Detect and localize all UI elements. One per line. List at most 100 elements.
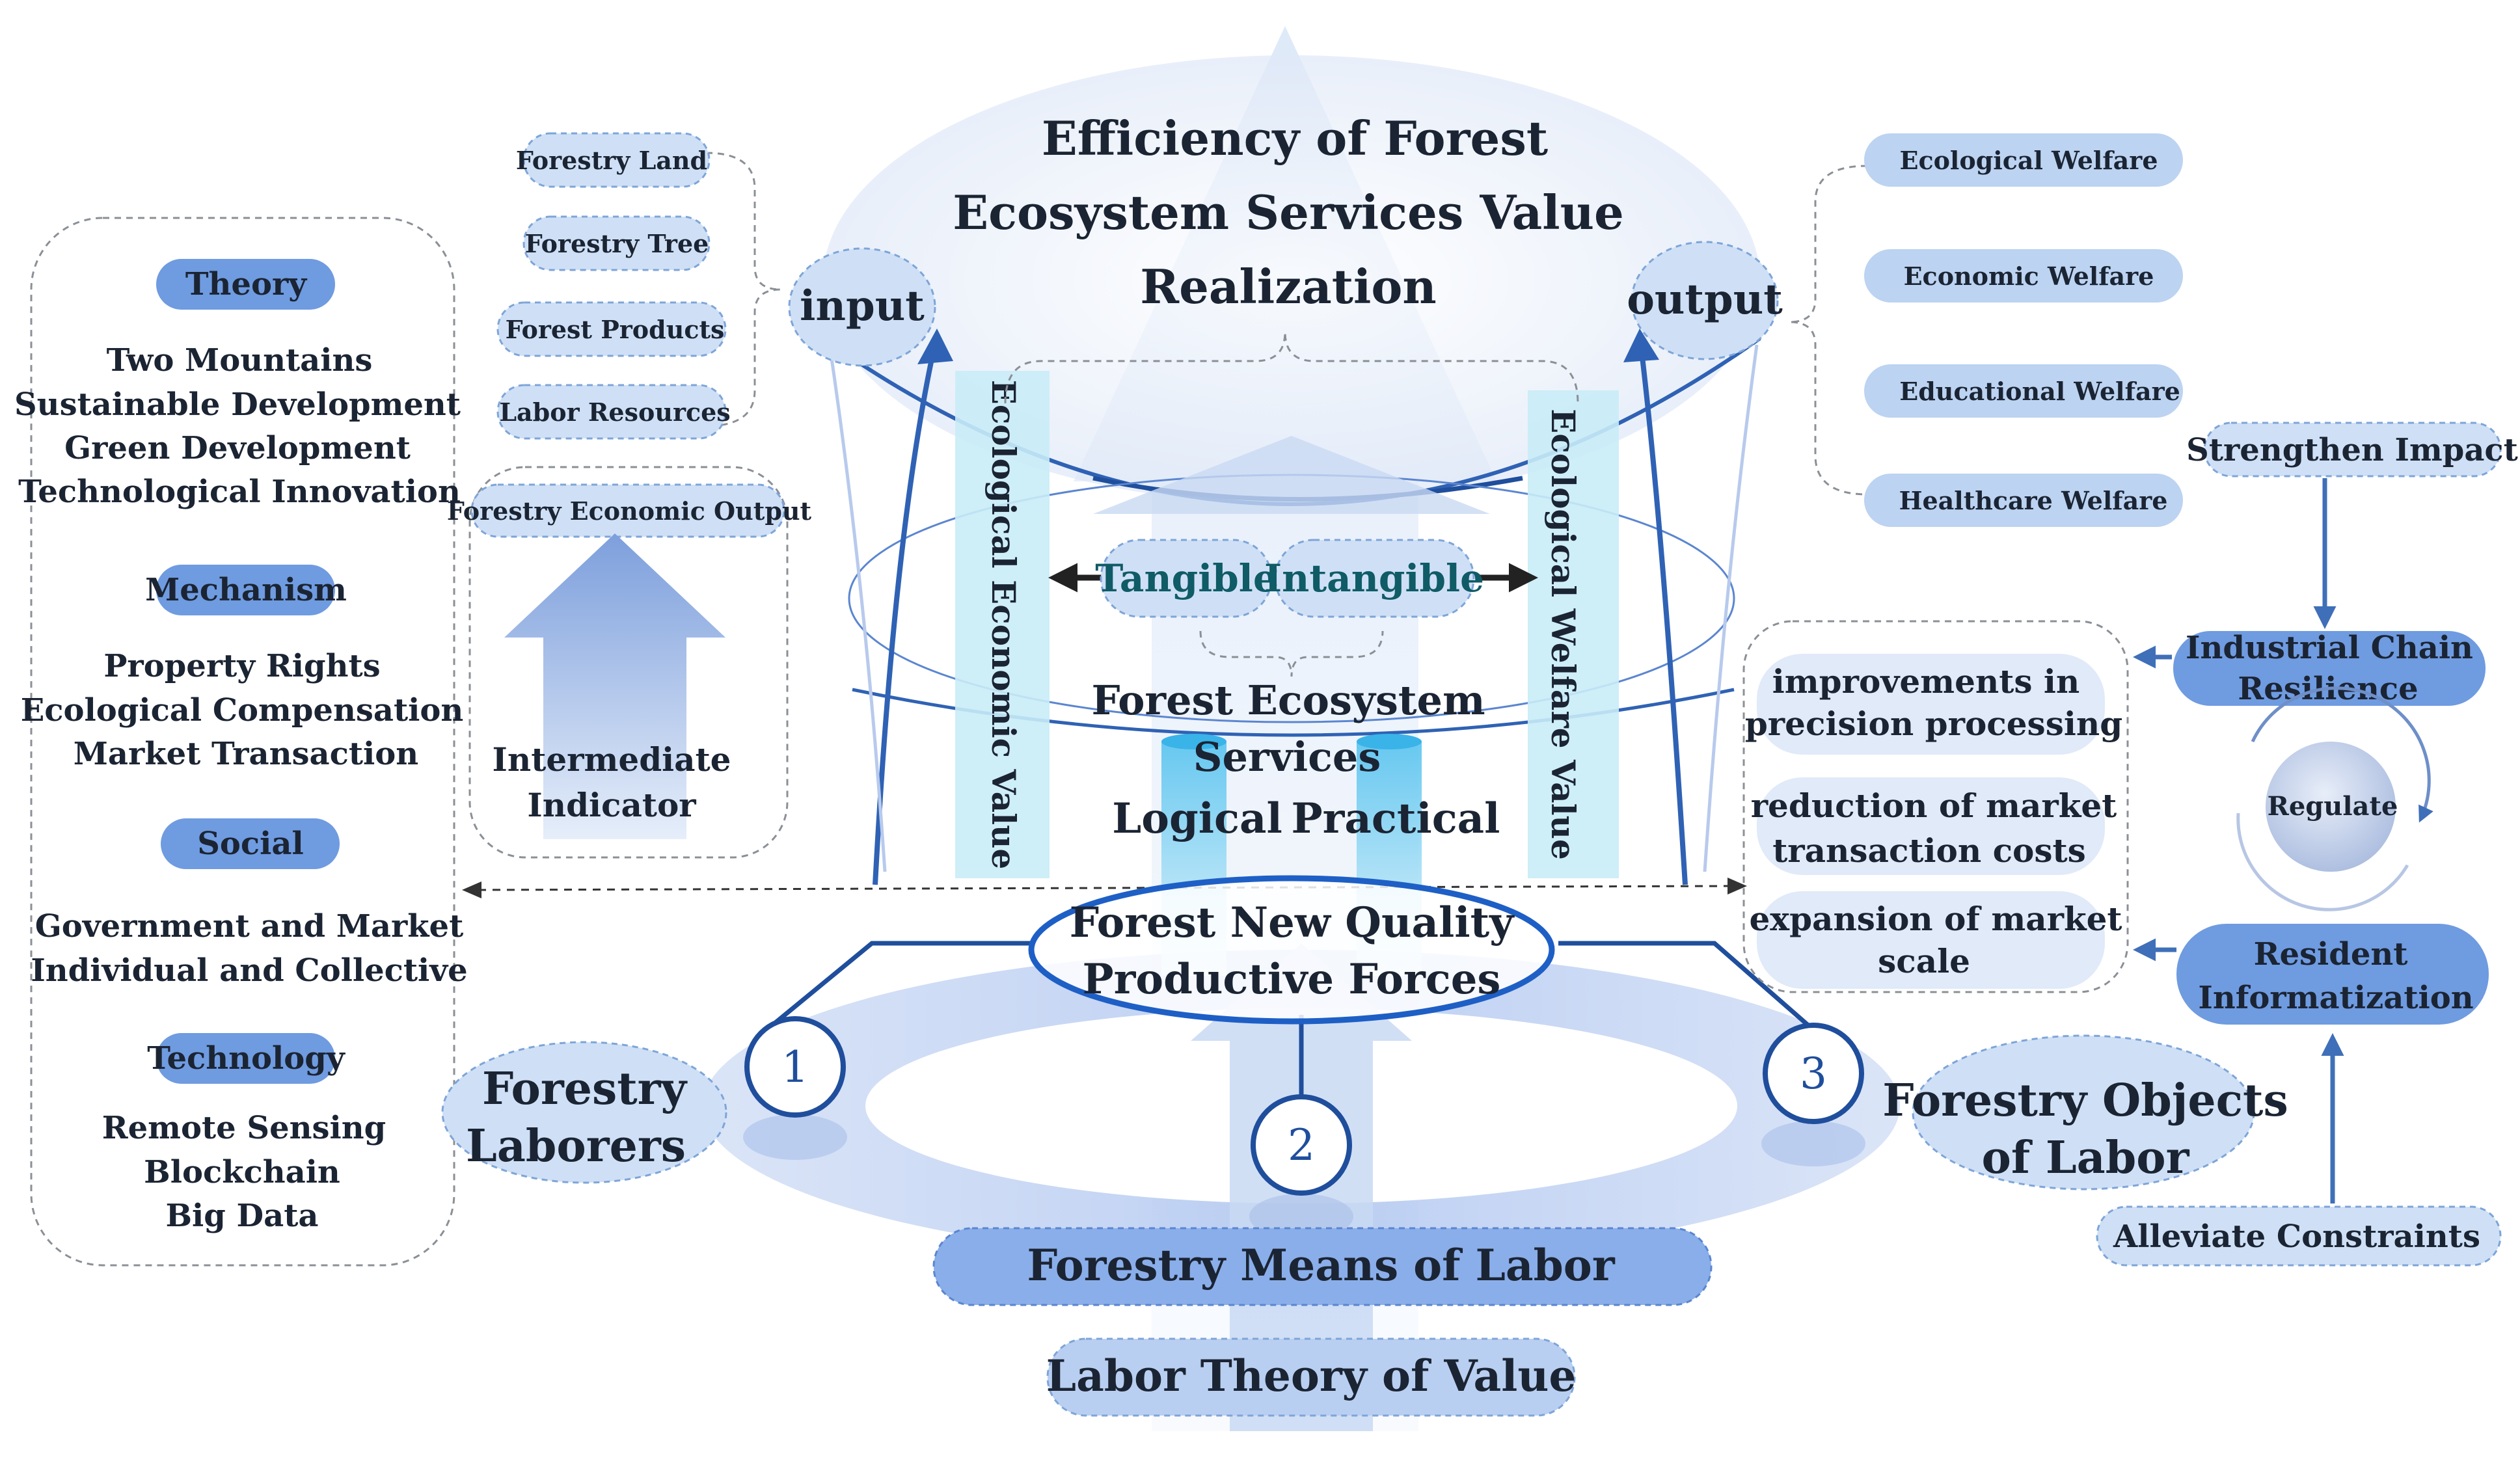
laborers-line-1: Forestry	[482, 1063, 688, 1115]
node-1-label: 1	[781, 1042, 809, 1092]
inner-arrow	[1093, 436, 1490, 514]
resident-line-2: Informatization	[2198, 980, 2473, 1016]
improvements-line-1: improvements in	[1772, 662, 2080, 701]
improvements-pill	[1757, 654, 2105, 755]
output-item-educational-label: Educational Welfare	[1899, 377, 2180, 406]
title-line-3: Realization	[1140, 259, 1437, 314]
connector-1	[767, 941, 1031, 1030]
cylinder-left-top	[1161, 734, 1226, 749]
expansion-line-2: scale	[1878, 942, 1970, 980]
output-arrow-head	[1623, 329, 1659, 362]
theory-value-pill	[1046, 1337, 1576, 1417]
input-brace	[705, 152, 781, 427]
title-line-2: Ecosystem Services Value	[953, 185, 1624, 240]
theory-heading: Theory	[185, 266, 308, 302]
mechanism-item-3: Market Transaction	[74, 736, 418, 772]
strengthen-label: Strengthen Impact	[2186, 432, 2518, 468]
mechanism-item-2: Ecological Compensation	[21, 692, 464, 729]
welfare-value-label: Ecological Welfare Value	[1544, 409, 1582, 860]
theory-badge	[156, 259, 335, 310]
eco-value-band	[955, 371, 1050, 878]
intangible-pill	[1274, 539, 1475, 618]
forestry-economic-output-pill	[470, 483, 785, 538]
expansion-line-1: expansion of market	[1749, 900, 2122, 938]
intangible-label: Intangible	[1264, 556, 1484, 600]
forces-line-2: Productive Forces	[1083, 955, 1501, 1004]
input-item-forest-products	[496, 301, 727, 357]
theory-item-3: Green Development	[64, 430, 411, 466]
output-arrow-thin	[1703, 344, 1759, 872]
intermediate-line-2: Indicator	[527, 786, 696, 824]
reduction-line-1: reduction of market	[1751, 786, 2117, 825]
technology-badge	[156, 1033, 335, 1084]
mechanism-badge	[156, 565, 335, 615]
practical-label: Practical	[1292, 794, 1500, 843]
output-node	[1631, 241, 1779, 360]
technology-heading: Technology	[147, 1040, 346, 1077]
welfare-value-band	[1528, 390, 1619, 878]
tangible-label: Tangible	[1095, 556, 1277, 600]
means-pill	[932, 1227, 1713, 1306]
logical-label: Logical	[1112, 794, 1282, 843]
node-3	[1763, 1023, 1864, 1124]
strengthen-pill	[2203, 422, 2502, 477]
means-label: Forestry Means of Labor	[1027, 1240, 1615, 1291]
objects-node	[1912, 1034, 2255, 1190]
laborers-line-2: Laborers	[466, 1120, 686, 1172]
horizontal-arrow-right-head	[1727, 878, 1747, 894]
social-badge	[161, 818, 340, 869]
theory-value-label: Labor Theory of Value	[1046, 1351, 1577, 1401]
regulate-cycle-top	[2251, 686, 2433, 823]
output-item-healthcare-label: Healthcare Welfare	[1899, 486, 2168, 515]
theory-item-1: Two Mountains	[107, 342, 373, 379]
input-label: input	[800, 282, 925, 330]
objects-line-1: Forestry Objects	[1882, 1075, 2288, 1127]
connector-3	[1558, 941, 1821, 1036]
technology-item-3: Big Data	[165, 1198, 318, 1234]
output-label: output	[1627, 275, 1783, 324]
output-item-economic-label: Economic Welfare	[1904, 262, 2154, 291]
technology-item-1: Remote Sensing	[102, 1110, 386, 1146]
regulate-label: Regulate	[2268, 791, 2398, 822]
node-2-label: 2	[1288, 1120, 1315, 1170]
reduction-pill	[1757, 777, 2105, 875]
technology-item-2: Blockchain	[144, 1154, 340, 1190]
services-line-2: Services	[1193, 733, 1381, 781]
output-arrow	[1637, 334, 1688, 885]
mid-brace	[1199, 630, 1384, 677]
social-heading: Social	[197, 826, 303, 862]
forestry-economic-output-label: Forestry Economic Output	[447, 496, 812, 526]
cylinder-right-top	[1357, 734, 1422, 749]
node-3-label: 3	[1800, 1049, 1827, 1099]
output-item-educational	[1864, 364, 2183, 418]
horizontal-dashed-arrow	[478, 885, 1731, 891]
right-panel	[1742, 620, 2129, 993]
services-line-1: Forest Ecosystem	[1091, 677, 1485, 724]
intermediate-line-1: Intermediate	[493, 740, 731, 779]
resident-line-1: Resident	[2254, 936, 2408, 973]
node-3-shadow	[1761, 1121, 1865, 1166]
theory-item-2: Sustainable Development	[14, 386, 461, 423]
input-item-forest-products-label: Forest Products	[506, 315, 725, 344]
chain-line-1: Industrial Chain	[2186, 630, 2473, 666]
node-2	[1251, 1094, 1352, 1196]
input-item-labor-resources	[496, 384, 727, 440]
alleviate-pill	[2096, 1205, 2502, 1267]
laborers-node	[441, 1041, 727, 1184]
reduction-line-2: transaction costs	[1772, 831, 2086, 870]
node-1	[744, 1016, 846, 1118]
regulate-node	[2266, 742, 2396, 872]
input-node	[788, 247, 936, 367]
title-line-1: Efficiency of Forest	[1042, 111, 1548, 166]
regulate-cycle-bottom	[2236, 813, 2409, 911]
input-item-forestry-land-label: Forestry Land	[516, 146, 707, 175]
tangible-pill	[1100, 539, 1273, 618]
intermediate-arrow	[504, 533, 725, 839]
left-panel	[30, 217, 455, 1267]
forces-line-1: Forest New Quality	[1070, 898, 1515, 947]
output-item-economic	[1864, 249, 2183, 302]
input-item-forestry-land	[522, 132, 711, 188]
input-arrow-head	[917, 329, 953, 364]
